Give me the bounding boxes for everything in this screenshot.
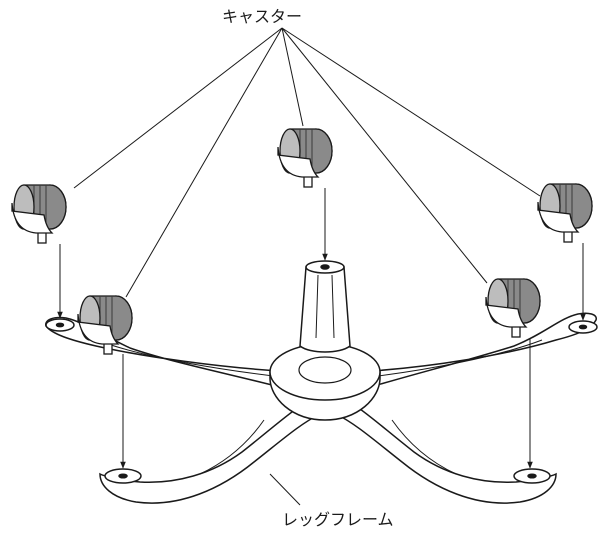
caster-leader-lines (73, 27, 541, 298)
caster-center (277, 128, 333, 188)
caster-label: キャスター (222, 7, 303, 26)
leg-frame-leader-line (269, 473, 301, 506)
caster-front-right (485, 278, 541, 338)
caster-back-right (537, 183, 593, 243)
caster-back-left (11, 184, 67, 244)
leg-frame (45, 260, 598, 504)
leg-frame-label: レッグフレーム (282, 510, 394, 529)
insertion-arrows (57, 188, 586, 469)
